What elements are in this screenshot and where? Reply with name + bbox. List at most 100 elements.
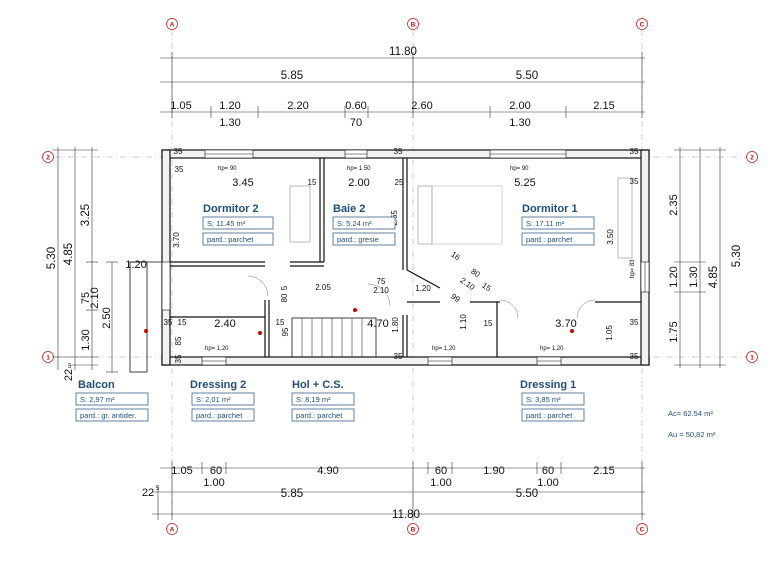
dim-top-opening: 2.20 xyxy=(287,100,308,112)
axis-2-right: 2 xyxy=(750,155,754,162)
room-name: Balcon xyxy=(78,379,115,391)
dim-top-opening: 0.60 xyxy=(345,100,366,112)
dim-top-overall: 11.80 xyxy=(389,46,417,58)
interior-walls xyxy=(170,158,641,357)
room-label-dressing-1: Dressing 1 S: 3,85 m² pard.: parchet xyxy=(520,379,585,422)
constructed-area: Ac= 62.54 m² xyxy=(668,409,713,418)
dim-345: 3.45 xyxy=(232,177,253,189)
dim-470: 4.70 xyxy=(367,318,388,330)
dim-top-opening: 2.15 xyxy=(593,100,614,112)
window-height: hp= 83 xyxy=(630,259,636,278)
dim-180: 1.80 xyxy=(391,317,400,333)
dim-right-segment: 2.35 xyxy=(668,194,680,215)
dim-left-segment: 75 xyxy=(80,292,92,304)
axis-b-top: B xyxy=(411,22,416,29)
room-area: S: 8,19 m² xyxy=(296,395,331,404)
wall-thickness: 35 xyxy=(630,318,639,327)
room-name: Dressing 1 xyxy=(520,379,576,391)
axis-c-top: C xyxy=(640,22,645,29)
dim-bottom-opening: 1.05 xyxy=(171,465,192,477)
axis-2-left: 2 xyxy=(46,155,50,162)
dim-bottom-sill: 1.00 xyxy=(430,477,451,489)
wall-thickness: 35 xyxy=(164,318,173,327)
axis-1-right: 1 xyxy=(750,355,754,362)
wall-thickness: 35 xyxy=(630,147,639,156)
dim-200: 2.00 xyxy=(348,177,369,189)
dim-right-split: 4.85 xyxy=(708,266,720,288)
staircase xyxy=(291,317,377,358)
dim-balcony-width: 1.20 xyxy=(125,259,146,271)
dim-top-left-half: 5.85 xyxy=(281,70,303,82)
dim-bottom-opening: 60 xyxy=(435,465,447,477)
window-height: hp= 1,20 xyxy=(205,346,229,352)
room-area: S: 2,01 m² xyxy=(196,395,231,404)
room-name: Hol + C.S. xyxy=(292,379,344,391)
exterior-walls xyxy=(161,149,650,366)
interior-dimensions: 35 35 35 35 35 3.45 15 2.00 25 5.25 3.70… xyxy=(164,147,639,363)
dim-top-sill: 70 xyxy=(350,117,362,129)
wall-thickness: 35 xyxy=(394,147,403,156)
room-area: S: 2,97 m² xyxy=(80,395,115,404)
dim-bottom-opening: 60 xyxy=(542,465,554,477)
dim-left-split: 4.85 xyxy=(63,243,75,265)
dim-left-offset: 22 xyxy=(63,369,75,381)
dim-bottom-opening: 4.90 xyxy=(317,465,338,477)
red-markers xyxy=(144,308,574,335)
axis-1-left: 1 xyxy=(46,355,50,362)
room-floor: pard.: parchet xyxy=(196,411,243,420)
axis-c-bottom: C xyxy=(640,527,645,534)
dim-210b: 2.10 xyxy=(458,276,476,293)
right-dimensions: 2.35 1.20 1.75 1.30 4.85 5.30 xyxy=(668,147,743,368)
left-dimensions: 5.30 4.85 22 5 3.25 75 1.30 2.10 2.50 1.… xyxy=(46,147,147,381)
dim-left-segment: 1.30 xyxy=(80,329,92,350)
dim-left-opening: 2.10 xyxy=(89,287,101,308)
wall-thickness: 35 xyxy=(174,354,183,363)
dim-80: 80 xyxy=(469,267,482,280)
dim-right-overall: 5.30 xyxy=(731,245,743,267)
room-area: S: 3,85 m² xyxy=(526,395,561,404)
dim-15: 15 xyxy=(308,178,317,187)
dim-top-right-half: 5.50 xyxy=(516,70,538,82)
dim-240: 2.40 xyxy=(214,318,235,330)
room-label-hol: Hol + C.S. S: 8,19 m² pard.: parchet xyxy=(291,379,355,422)
dim-left-overall: 5.30 xyxy=(46,247,58,269)
wall-thickness: 35 xyxy=(175,165,184,174)
dim-15d: 15 xyxy=(276,318,285,327)
window-height: hp= 90 xyxy=(510,166,529,172)
room-area: S: 11.45 m² xyxy=(207,219,246,228)
dim-525: 5.25 xyxy=(514,177,535,189)
wall-thickness: 35 xyxy=(630,352,639,361)
dim-top-sill: 1.30 xyxy=(219,117,240,129)
dim-top-opening: 2.00 xyxy=(509,100,530,112)
dim-bottom-offset: 22 xyxy=(142,487,154,499)
dim-370b: 3.70 xyxy=(555,318,576,330)
dim-bottom-left-half: 5.85 xyxy=(281,488,303,500)
axis-bubbles: A B C A B C 2 1 2 1 xyxy=(42,18,758,535)
dim-205: 2.05 xyxy=(315,283,331,292)
axis-b-bottom: B xyxy=(411,527,416,534)
usable-area: Au = 50,82 m² xyxy=(668,430,716,439)
room-label-dormitor-2: Dormitor 2 S: 11.45 m² pard.: parchet xyxy=(202,203,274,246)
dim-bottom-overall: 11.80 xyxy=(392,509,420,521)
bottom-dimensions: 1.05 60 4.90 60 1.90 60 2.15 1.00 1.00 1… xyxy=(142,462,645,521)
dim-25: 25 xyxy=(395,178,404,187)
room-label-balcon: Balcon S: 2,97 m² pard.: gr. antider. xyxy=(75,379,149,422)
dim-110: 1.10 xyxy=(459,314,468,330)
room-floor: pard.: parchet xyxy=(296,411,343,420)
dim-right-segment: 1.20 xyxy=(668,266,680,287)
top-dimensions: 11.80 5.85 5.50 1.05 1.20 2.20 0.60 2.60… xyxy=(160,46,645,129)
room-name: Dormitor 1 xyxy=(522,203,578,215)
dim-15e: 15 xyxy=(484,319,493,328)
axis-a-top: A xyxy=(170,22,175,29)
window-height: hp= 1,20 xyxy=(432,346,456,352)
dim-210: 2.10 xyxy=(373,286,389,295)
dim-75: 75 xyxy=(377,277,386,286)
window-height: hp= 1,20 xyxy=(540,346,564,352)
dim-15c: 15 xyxy=(178,318,187,327)
wall-thickness: 35 xyxy=(394,352,403,361)
dim-top-sill: 1.30 xyxy=(509,117,530,129)
dim-balcony-length: 2.50 xyxy=(101,307,113,328)
room-floor: pard.: gr. antider. xyxy=(80,411,136,420)
wall-thickness: 35 xyxy=(174,147,183,156)
